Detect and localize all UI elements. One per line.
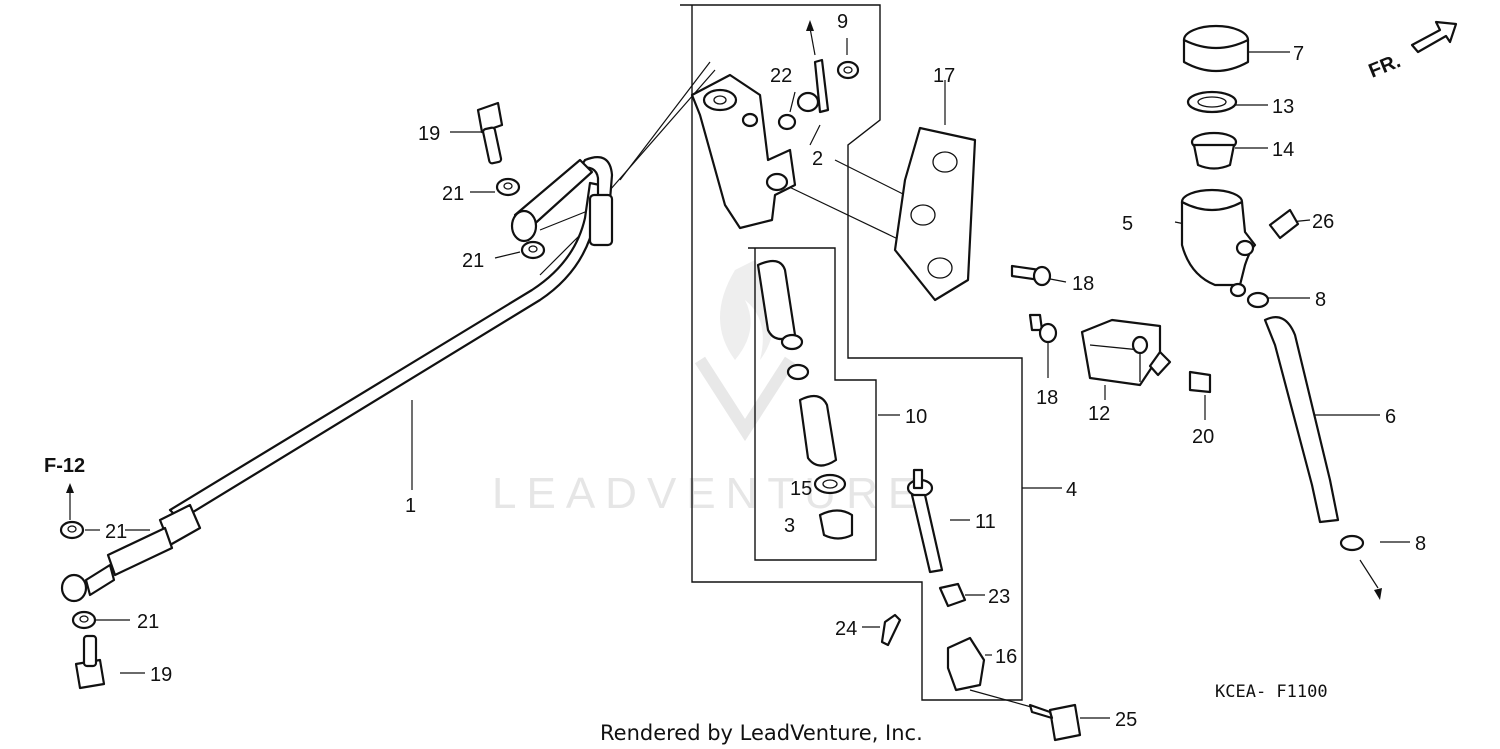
callout-label: 3 [784,515,795,537]
callout-label: 7 [1293,43,1304,65]
callout-label: 4 [1066,479,1077,501]
callout-label: 2 [812,148,823,170]
reference-label: F-12 [44,455,85,477]
callout-label: 20 [1192,426,1214,448]
brake-hose [106,156,614,577]
callout-label: 24 [835,618,857,640]
diagram-code: KCEA- F1100 [1215,682,1328,702]
joint-16 [946,636,986,692]
callout-label: 21 [137,611,159,633]
callout-label: 1 [405,495,416,517]
bolt-20 [1188,370,1212,394]
clips-8 [1246,291,1365,552]
watermark: LEADVENTURE [492,260,927,518]
callout-label: 14 [1272,139,1294,161]
callout-label: 8 [1315,289,1326,311]
bolt-19-bottom [74,634,106,690]
joint-9 [836,60,860,80]
nut-23 [938,582,967,608]
banjo-fittings [60,209,538,603]
callout-label: 23 [988,586,1010,608]
reservoir-5 [1180,188,1257,298]
hose-joint-2 [777,20,830,131]
callout-label: 12 [1088,403,1110,425]
callout-label: 21 [442,183,464,205]
callout-labels: 1 2 3 4 5 6 7 8 8 9 10 11 12 13 14 15 16… [105,11,1426,731]
callout-label: 17 [933,65,955,87]
reservoir-hose-6 [1263,316,1382,600]
callout-label: 25 [1115,709,1137,731]
master-cylinder-body [690,73,797,230]
bolt-26 [1268,208,1300,240]
callout-label: 10 [905,406,927,428]
kit-outline-10 [748,247,877,561]
callout-label: 13 [1272,96,1294,118]
stay-17 [893,126,977,302]
callout-label: 18 [1072,273,1094,295]
callout-label: 21 [105,521,127,543]
reservoir-cap-7 [1182,24,1250,72]
bolt-19-top [476,101,504,165]
assembly-outline-4 [680,4,1023,701]
pin-24 [880,613,902,647]
washers-21 [59,177,546,630]
callout-label: 19 [418,123,440,145]
plate-13 [1186,90,1238,114]
callout-label: 22 [770,65,792,87]
direction-label: FR. [1366,50,1404,82]
callout-label: 11 [975,511,996,533]
callout-label: 15 [790,478,812,500]
callout-label: 19 [150,664,172,686]
pushrod-11 [906,468,944,574]
diaphragm-14 [1190,131,1238,170]
callout-label: 18 [1036,387,1058,409]
forward-arrow-icon [1410,20,1458,54]
footer-credit: Rendered by LeadVenture, Inc. [600,721,923,745]
piston-kit [756,259,854,540]
callout-label: 16 [995,646,1017,668]
watermark-text: LEADVENTURE [492,469,927,518]
pin-25 [1028,703,1082,742]
callout-label: 8 [1415,533,1426,555]
bolts-18 [1010,264,1058,344]
callout-label: 5 [1122,213,1133,235]
callout-label: 6 [1385,406,1396,428]
callout-label: 9 [837,11,848,33]
callout-label: 21 [462,250,484,272]
guard-12 [1080,318,1172,387]
arrow-up-icon [66,483,74,520]
callout-label: 26 [1312,211,1334,233]
